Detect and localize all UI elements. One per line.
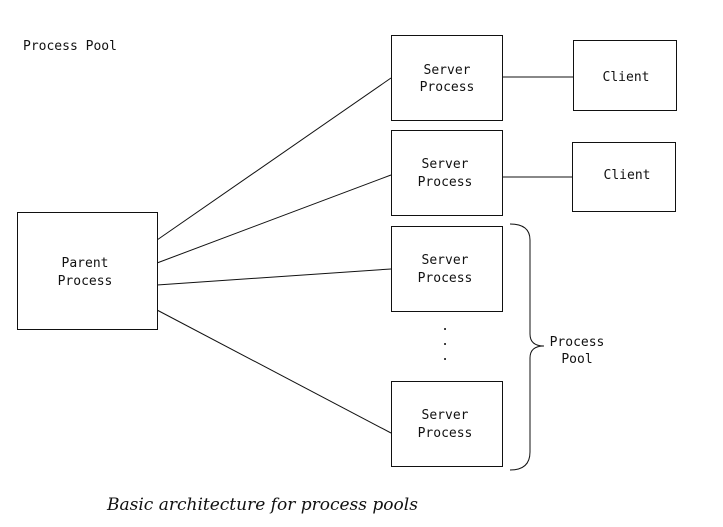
client-label: Client [603, 70, 650, 85]
server-process-label-line2: Process [418, 175, 473, 190]
server-process-node-3: Server Process [391, 226, 503, 312]
server-process-label-line1: Server [424, 63, 471, 78]
edge-parent-server-2 [156, 174, 392, 264]
server-process-box [391, 130, 503, 216]
ellipsis-dot: . [441, 319, 449, 334]
client-label: Client [604, 168, 651, 183]
client-node-2: Client [572, 142, 676, 212]
parent-process-box [17, 212, 158, 330]
server-process-box [391, 226, 503, 312]
edge-parent-server-1 [156, 77, 392, 241]
edge-parent-server-3 [156, 268, 392, 286]
server-process-label-line2: Process [418, 271, 473, 286]
edge-parent-server-4 [156, 309, 392, 434]
client-box [572, 142, 676, 212]
server-process-label-line2: Process [420, 80, 475, 95]
diagram-title: Process Pool [23, 39, 117, 54]
server-process-box [391, 35, 503, 121]
ellipsis-dot: . [441, 349, 449, 364]
parent-process-label-line2: Process [58, 274, 113, 289]
process-pool-brace [509, 223, 545, 471]
process-pool-label-line1: Process [550, 335, 605, 350]
parent-process-label-line1: Parent [62, 256, 109, 271]
server-process-label-line1: Server [422, 408, 469, 423]
diagram-caption: Basic architecture for process pools [107, 495, 418, 515]
server-process-node-1: Server Process [391, 35, 503, 121]
client-node-1: Client [573, 40, 677, 111]
parent-process-node: Parent Process [17, 212, 158, 330]
server-process-label-line1: Server [422, 253, 469, 268]
server-process-node-4: Server Process [391, 381, 503, 467]
client-box [573, 40, 677, 111]
server-process-box [391, 381, 503, 467]
server-process-label-line2: Process [418, 426, 473, 441]
ellipsis-dot: . [441, 334, 449, 349]
server-process-label-line1: Server [422, 157, 469, 172]
process-pool-label-line2: Pool [561, 352, 592, 367]
server-process-node-2: Server Process [391, 130, 503, 216]
